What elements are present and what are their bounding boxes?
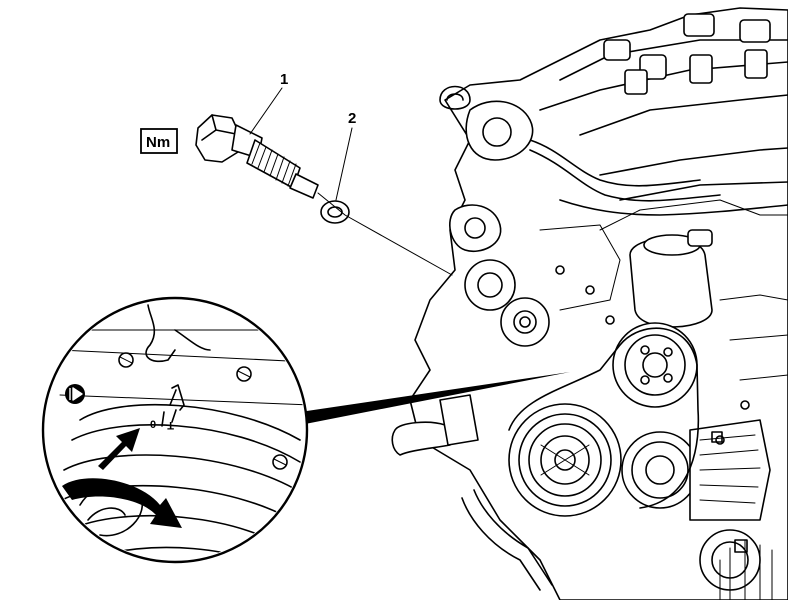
crankshaft-bolt <box>195 114 319 199</box>
injector-1 <box>683 13 715 37</box>
torque-spec-icon: Nm <box>140 128 178 154</box>
washer <box>320 200 350 224</box>
timing-mark-zero: 0 <box>150 419 156 431</box>
callout-2: 2 <box>348 110 356 127</box>
callout-2-leader <box>335 127 353 201</box>
torque-badge-label: Nm <box>146 134 170 151</box>
injector-2 <box>739 19 771 43</box>
engine-assembly <box>391 7 788 600</box>
assembly-axis-line <box>317 192 453 276</box>
injector-3 <box>603 39 631 61</box>
callout-1-leader <box>249 87 283 135</box>
callout-1: 1 <box>280 71 288 88</box>
detail-pointer-wedge <box>300 372 570 425</box>
tdc-mark-icon <box>65 384 85 404</box>
timing-mark-tdc: T <box>167 419 174 431</box>
pointer-arrow-icon <box>98 428 140 470</box>
detail-magnifier: 0 T <box>41 296 309 564</box>
rotation-direction-icon <box>62 478 182 528</box>
